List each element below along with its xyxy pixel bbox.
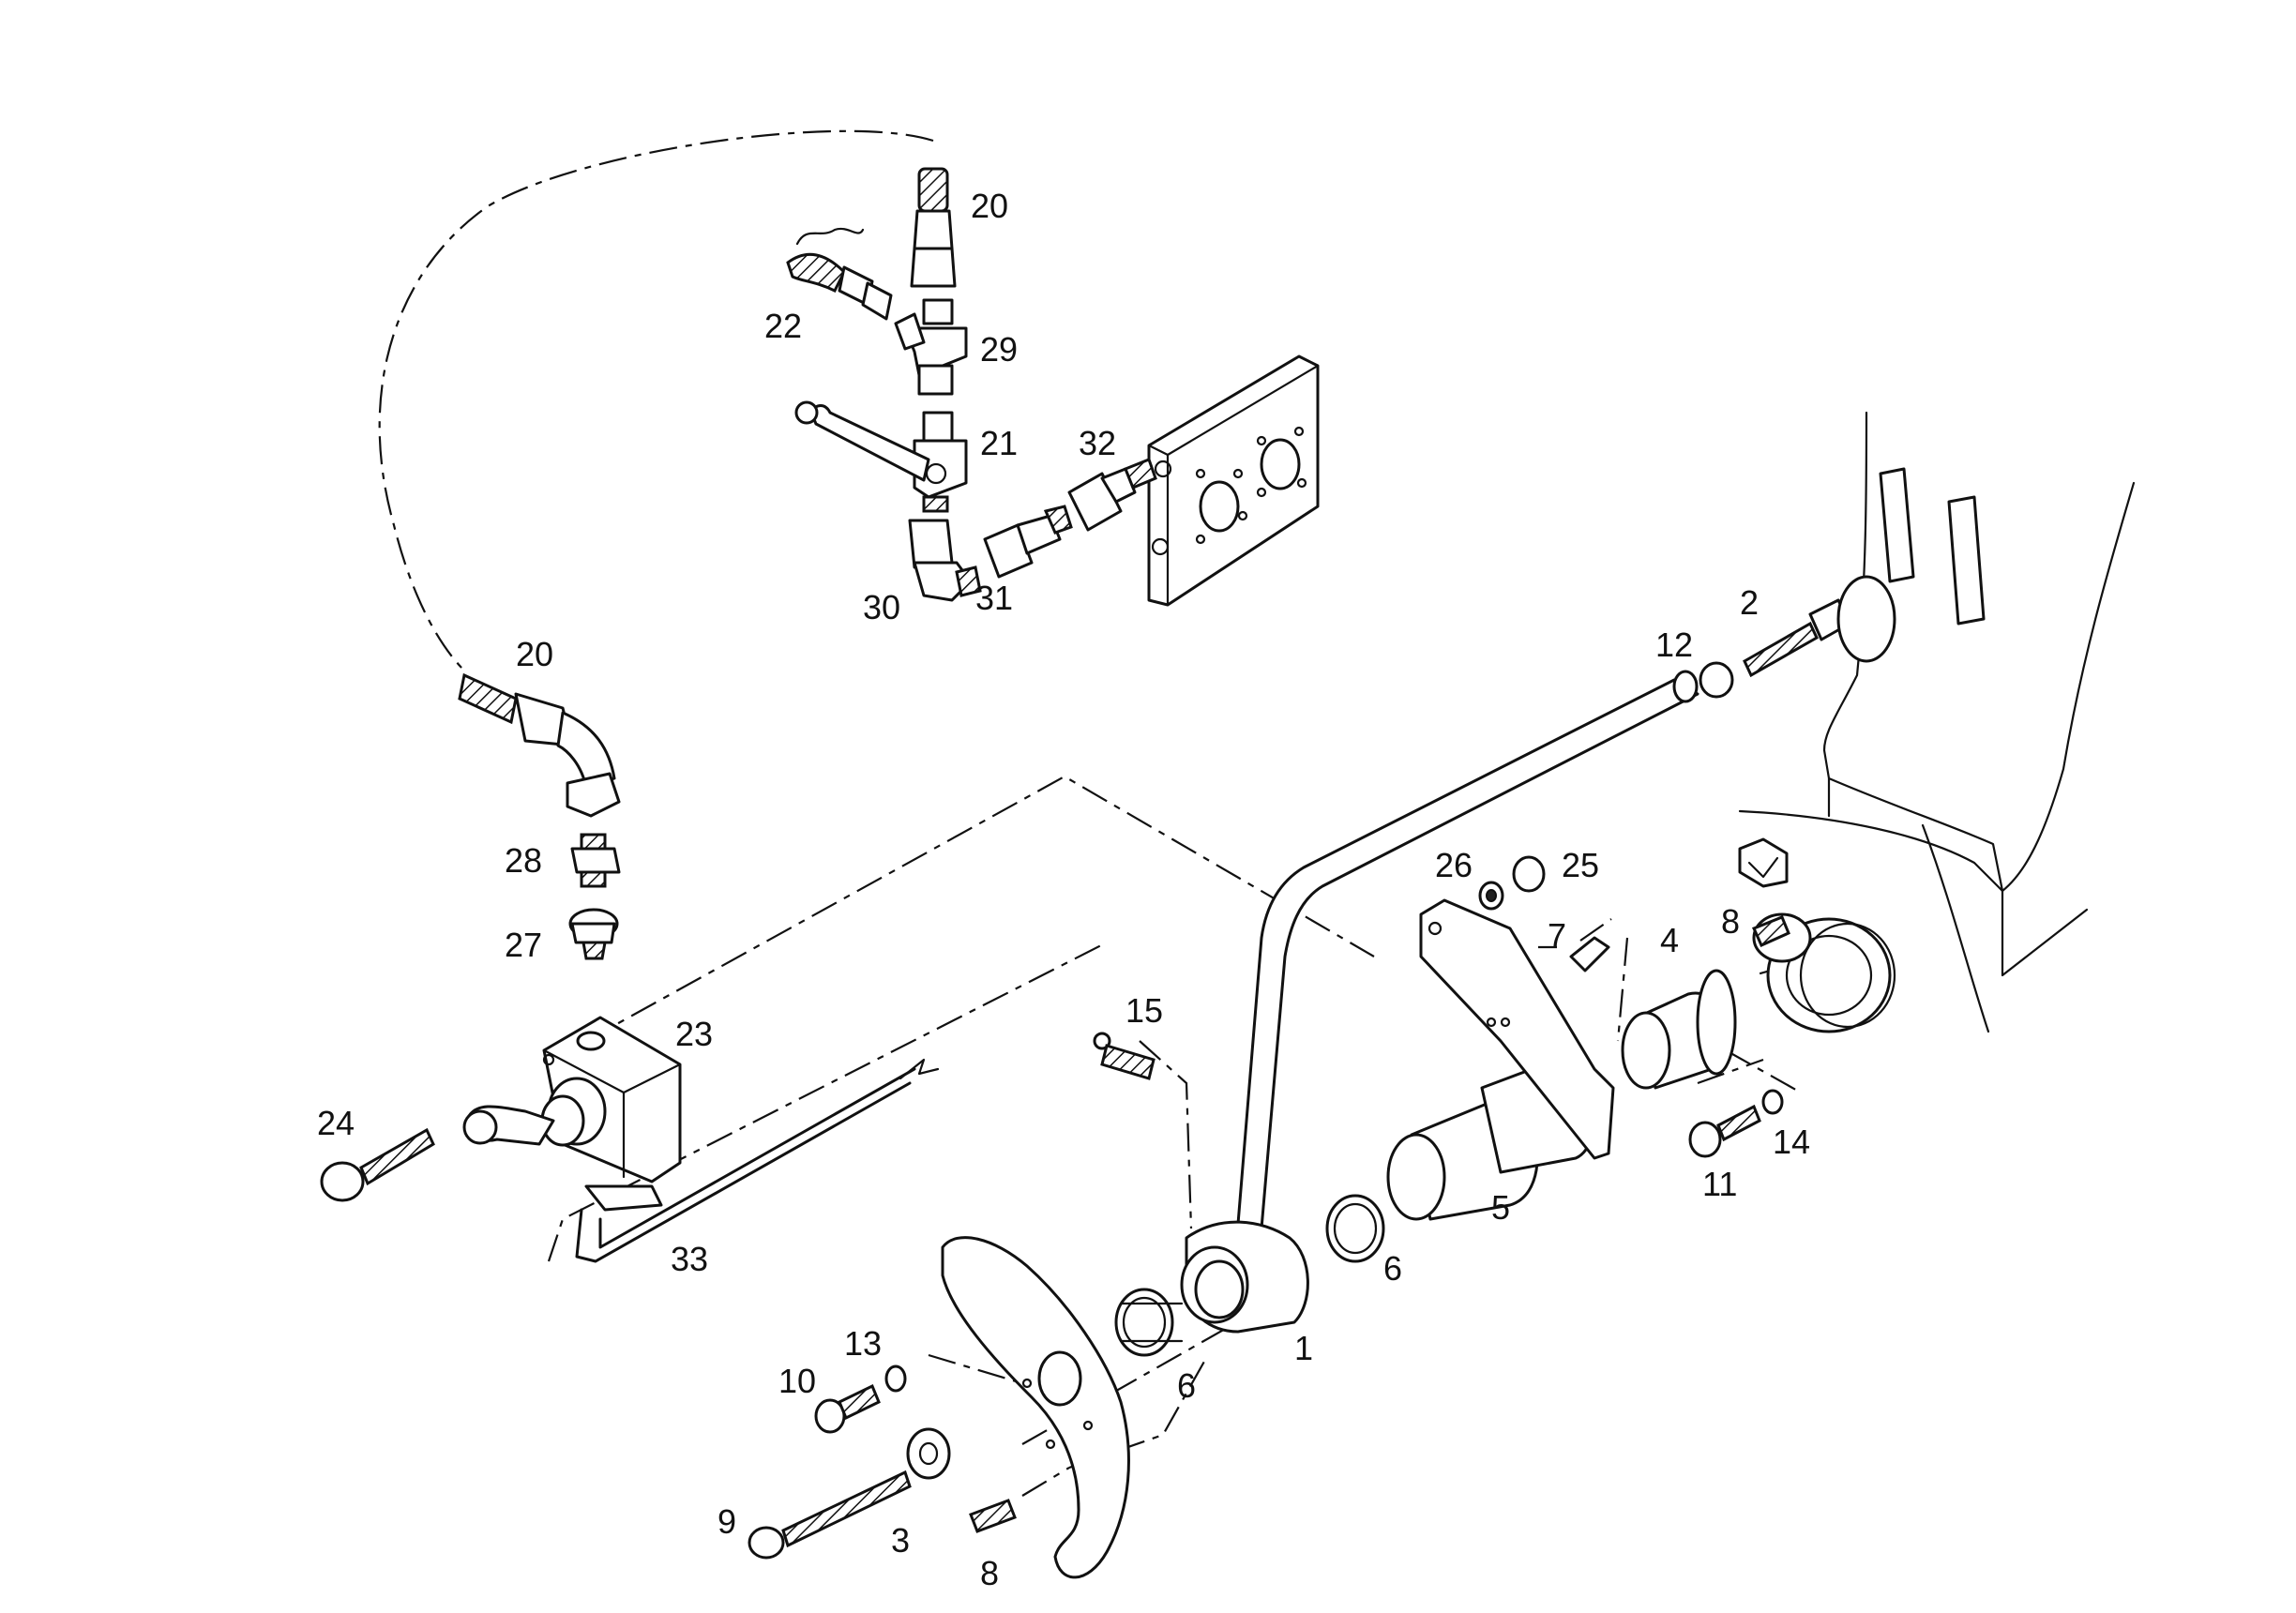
- hose-22: [786, 227, 893, 321]
- part-label-30: 30: [863, 588, 900, 626]
- part-label-6-lower: 6: [1177, 1366, 1196, 1405]
- elbow-30: [908, 519, 982, 602]
- part-label-13: 13: [844, 1324, 882, 1363]
- screw-11-washer-14: [1688, 1089, 1784, 1158]
- pin-8-left: [969, 1499, 1017, 1533]
- bracket-plate: [1419, 898, 1615, 1160]
- part-label-28: 28: [505, 841, 542, 880]
- part-label-2: 2: [1740, 583, 1759, 622]
- valve-23: [462, 1016, 682, 1212]
- valve-15: [1093, 1032, 1156, 1080]
- connector-32: [1067, 458, 1157, 532]
- part-label-31: 31: [975, 579, 1013, 617]
- part-label-25: 25: [1562, 846, 1599, 884]
- connector-31: [983, 505, 1073, 579]
- part-label-20-top: 20: [971, 187, 1008, 225]
- part-label-5: 5: [1491, 1188, 1510, 1227]
- fitting-27: [568, 908, 619, 960]
- part-label-8-right: 8: [1721, 902, 1740, 941]
- part-label-24: 24: [317, 1104, 355, 1142]
- part-label-22: 22: [764, 307, 802, 345]
- bushing-6-right: [1325, 1194, 1385, 1263]
- part-label-27: 27: [505, 926, 542, 964]
- part-label-10: 10: [778, 1362, 816, 1400]
- part-label-8-left: 8: [980, 1554, 999, 1592]
- part-label-23: 23: [675, 1015, 713, 1053]
- bushing-6-left: [1114, 1288, 1184, 1357]
- cover-plate: [941, 1236, 1130, 1579]
- hose-20-lower: [458, 672, 621, 818]
- part-label-6-upper: 6: [1383, 1249, 1402, 1288]
- part-label-9: 9: [718, 1502, 736, 1541]
- hub-4: [1621, 969, 1737, 1090]
- lever-arm-1: [1180, 670, 1699, 1334]
- bolt-2-nut-12: [1699, 575, 1896, 699]
- part-label-1: 1: [1294, 1329, 1313, 1367]
- bolt-24: [320, 1127, 435, 1202]
- nut-25-washer-26: [1478, 855, 1546, 911]
- part-label-11: 11: [1702, 1165, 1737, 1203]
- part-label-14: 14: [1773, 1123, 1810, 1161]
- part-labels: 1 2 3 4 5 6 6 7 8 8 9 10 11 12 13 14 15 …: [317, 187, 1810, 1592]
- valve-21: [794, 400, 968, 513]
- pin-8-right: [1751, 915, 1790, 947]
- nipple-28: [570, 833, 621, 888]
- part-label-26: 26: [1435, 846, 1473, 884]
- pin-7: [1569, 936, 1610, 972]
- part-label-7: 7: [1548, 916, 1566, 955]
- part-label-32: 32: [1079, 424, 1116, 462]
- cable-33: [575, 1058, 940, 1263]
- part-label-21: 21: [980, 424, 1018, 462]
- machine-housing: [1738, 411, 2136, 1033]
- part-label-33: 33: [671, 1240, 708, 1278]
- part-label-20-lower: 20: [516, 635, 553, 673]
- screw-10-washer-13: [814, 1364, 907, 1434]
- part-label-3: 3: [891, 1521, 910, 1560]
- valve-block-32: [1147, 354, 1320, 607]
- part-label-12: 12: [1655, 626, 1693, 664]
- bolt-9-washer-3: [748, 1427, 951, 1560]
- part-label-29: 29: [980, 330, 1018, 369]
- part-label-4: 4: [1660, 921, 1679, 959]
- part-label-15: 15: [1125, 991, 1163, 1030]
- tee-fitting-29: [894, 298, 968, 396]
- hose-20-top: [910, 167, 957, 288]
